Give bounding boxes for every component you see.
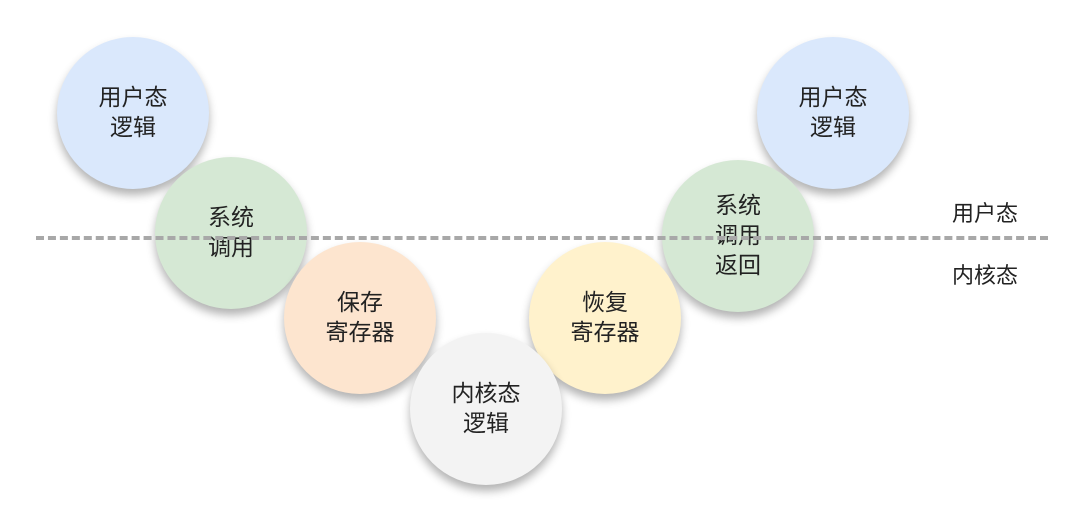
user-mode-label: 用户态: [952, 202, 1019, 227]
node-label-line: 寄存器: [325, 320, 395, 346]
node-label-line: 逻辑: [110, 115, 156, 141]
node-save-registers: 保存 寄存器: [284, 242, 436, 394]
node-label-line: 逻辑: [463, 411, 509, 437]
node-syscall: 系统 调用: [155, 157, 307, 309]
node-label-line: 系统: [715, 193, 761, 219]
node-label-line: 内核态: [451, 381, 521, 407]
node-kernel-logic: 内核态 逻辑: [410, 333, 562, 485]
kernel-mode-label: 内核态: [952, 264, 1019, 289]
node-user-logic-right: 用户态 逻辑: [757, 37, 909, 189]
node-label-line: 保存: [337, 290, 383, 316]
node-label-line: 恢复: [582, 290, 628, 316]
node-label-line: 用户态: [98, 85, 168, 111]
node-label-line: 返回: [715, 253, 761, 279]
mode-divider-line: [36, 236, 1048, 240]
node-label-line: 系统: [208, 205, 254, 231]
node-restore-registers: 恢复 寄存器: [529, 242, 681, 394]
node-label-line: 逻辑: [810, 115, 856, 141]
node-label-line: 寄存器: [570, 320, 640, 346]
node-user-logic-left: 用户态 逻辑: [57, 37, 209, 189]
node-label-line: 用户态: [798, 85, 868, 111]
